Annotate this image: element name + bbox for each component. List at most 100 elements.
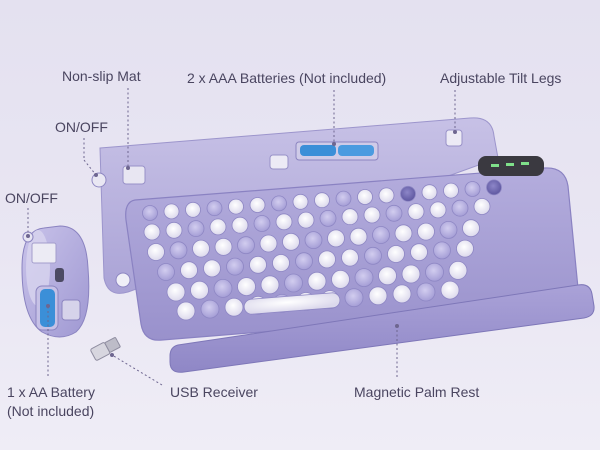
label-usb-receiver: USB Receiver (170, 384, 258, 400)
keycap (439, 220, 458, 239)
keycap (169, 241, 188, 260)
keycap (284, 273, 303, 293)
keycap (297, 211, 315, 229)
mouse (21, 225, 90, 338)
keycap (304, 231, 323, 250)
keycap (190, 280, 209, 300)
keycap (349, 227, 368, 246)
keycap (157, 263, 175, 281)
keycap (275, 213, 293, 231)
keycap (421, 184, 438, 201)
callout-leaders (26, 88, 457, 386)
keycap (319, 209, 337, 227)
keycap (354, 268, 374, 288)
label-palm-rest: Magnetic Palm Rest (354, 384, 480, 400)
keycap (209, 218, 227, 236)
label-on-off-keyboard: ON/OFF (55, 119, 108, 135)
keycap (387, 245, 405, 263)
leader-dot-usb-receiver (110, 353, 114, 357)
keycap (392, 284, 412, 304)
keycap (335, 190, 352, 207)
keycap (433, 241, 451, 260)
keycap (394, 224, 413, 243)
keycap (213, 278, 233, 298)
keycap (378, 266, 397, 286)
keycap (185, 201, 201, 218)
palm-rest (169, 284, 595, 373)
leader-dot-batteries (332, 142, 336, 146)
keycap (331, 269, 350, 289)
keycap (451, 199, 469, 217)
label-tilt-legs: Adjustable Tilt Legs (440, 70, 562, 86)
keycap (180, 261, 198, 280)
keycap (249, 255, 267, 274)
keycap (187, 220, 205, 238)
keycap (318, 250, 336, 269)
keycap (327, 229, 345, 248)
keycap (341, 248, 359, 267)
label-aa-battery: 1 x AA Battery (Not included) (7, 383, 95, 421)
label-aa-battery-line1: 1 x AA Battery (7, 384, 95, 400)
keycap (206, 200, 223, 217)
leader-dot-on-off-keyboard (94, 173, 98, 177)
keycap (295, 252, 313, 271)
keycap (385, 204, 403, 222)
keycap (200, 299, 220, 319)
label-non-slip-mat: Non-slip Mat (62, 68, 141, 84)
keyboard-foot (115, 272, 131, 288)
keycap (456, 239, 474, 258)
keycap (416, 282, 436, 302)
keycap (464, 181, 481, 197)
keycap (425, 262, 444, 282)
keycap (429, 201, 447, 219)
keycap (163, 203, 180, 220)
keycap (448, 260, 468, 280)
keycap (228, 198, 244, 215)
label-batteries-keyboard: 2 x AAA Batteries (Not included) (187, 70, 387, 86)
keyboard (125, 156, 579, 341)
keycap (401, 264, 421, 284)
keycaps (142, 179, 502, 321)
leader-dot-on-off-mouse (26, 234, 30, 238)
keycap (462, 219, 480, 238)
keycap (344, 288, 364, 308)
keycap (224, 297, 244, 317)
keycap (259, 234, 278, 253)
keycap (417, 222, 435, 241)
keycap (166, 282, 186, 302)
keycap (253, 215, 271, 232)
keycap (165, 221, 183, 239)
keycap (364, 246, 382, 265)
keycap (143, 223, 161, 241)
keycap (192, 239, 210, 258)
indicator-light-2 (506, 163, 514, 166)
leader-on-off-keyboard-2 (83, 159, 97, 176)
keycap (226, 257, 244, 276)
mouse-sensor (55, 268, 64, 282)
keycap (147, 243, 165, 261)
keycap (271, 195, 287, 212)
keycap (214, 237, 233, 256)
mouse-sticker (31, 242, 57, 264)
leader-usb-receiver (111, 354, 163, 386)
keycap (272, 254, 290, 272)
keycap (486, 179, 502, 196)
keycap (142, 205, 158, 221)
keycap (443, 182, 459, 199)
leader-dot-palm-rest (395, 324, 399, 328)
keycap (372, 226, 390, 244)
keycap (237, 277, 256, 297)
keycap (410, 243, 428, 262)
keycap (378, 187, 395, 204)
keycap (440, 280, 460, 300)
indicator-panel (478, 156, 544, 176)
keycap (368, 286, 388, 306)
keycap (176, 301, 196, 321)
keycap (260, 275, 280, 295)
keycap (400, 185, 416, 202)
keycap (237, 236, 255, 255)
leader-dot-aa-battery (46, 304, 50, 308)
leader-dot-non-slip-mat (126, 166, 130, 170)
indicator-light-1 (491, 164, 499, 167)
